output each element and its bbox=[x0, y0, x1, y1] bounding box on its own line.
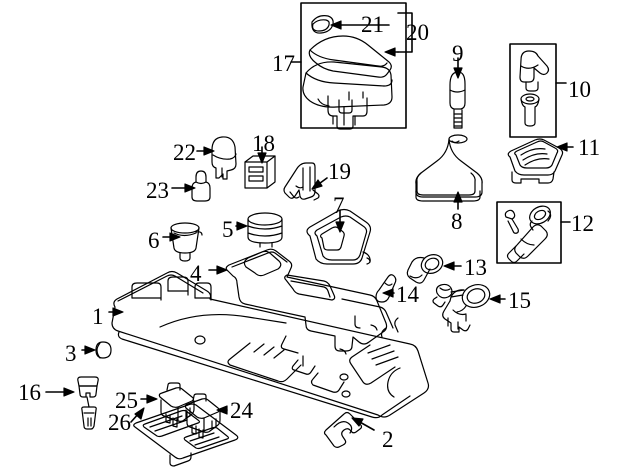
mounting-bracket-clip bbox=[283, 162, 320, 201]
callout-arrow-23 bbox=[171, 183, 196, 193]
cup-holder-insert-round bbox=[247, 212, 283, 248]
callout-label-9: 9 bbox=[452, 41, 464, 66]
round-plug-cap bbox=[95, 341, 112, 359]
callout-label-11: 11 bbox=[578, 135, 601, 160]
callout-label-2: 2 bbox=[382, 427, 394, 452]
callout-label-25: 25 bbox=[115, 388, 138, 413]
callout-label-4: 4 bbox=[190, 261, 202, 286]
callout-arrow-9 bbox=[453, 57, 463, 79]
callout-label-15: 15 bbox=[508, 288, 531, 313]
callout-arrow-7 bbox=[335, 209, 345, 233]
shift-knob-box bbox=[509, 43, 557, 138]
callout-label-6: 6 bbox=[148, 228, 160, 253]
callout-label-13: 13 bbox=[464, 255, 487, 280]
callout-label-14: 14 bbox=[396, 282, 419, 307]
callout-label-5: 5 bbox=[222, 217, 234, 242]
callout-label-26: 26 bbox=[108, 410, 131, 435]
callout-arrow-15 bbox=[489, 294, 506, 304]
callout-arrow-24 bbox=[216, 405, 228, 415]
small-knob-lever bbox=[375, 274, 397, 303]
switch-trim-plate bbox=[133, 403, 239, 467]
callout-arrow-26 bbox=[130, 407, 145, 423]
callout-arrow-6 bbox=[162, 232, 181, 242]
shift-knob-stem bbox=[449, 71, 466, 129]
callout-arrow-13 bbox=[443, 261, 462, 271]
callout-label-18: 18 bbox=[252, 131, 275, 156]
callout-arrow-3 bbox=[81, 345, 96, 355]
callout-label-3: 3 bbox=[65, 341, 77, 366]
callout-label-16: 16 bbox=[18, 380, 41, 405]
callout-label-17: 17 bbox=[272, 51, 295, 76]
callout-arrow-25 bbox=[140, 394, 158, 404]
callout-label-1: 1 bbox=[92, 304, 104, 329]
callout-label-8: 8 bbox=[451, 209, 463, 234]
callout-arrow-4 bbox=[208, 265, 228, 275]
callout-label-7: 7 bbox=[333, 193, 345, 218]
callout-label-24: 24 bbox=[230, 398, 253, 423]
ashtray-cup bbox=[170, 222, 203, 262]
shift-bezel-cover bbox=[507, 138, 564, 184]
callout-arrow-22 bbox=[196, 146, 215, 156]
callout-label-23: 23 bbox=[146, 178, 169, 203]
cigarette-lighter-element bbox=[504, 205, 552, 264]
small-plug-cone bbox=[191, 170, 211, 202]
retainer-clip-pin bbox=[77, 376, 99, 430]
callout-arrow-21 bbox=[330, 20, 390, 30]
callout-arrow-5 bbox=[235, 221, 248, 231]
callout-arrow-16 bbox=[45, 387, 75, 397]
callout-label-20: 20 bbox=[406, 20, 429, 45]
armrest-assembly bbox=[302, 15, 393, 130]
shift-knob-and-sleeve bbox=[519, 50, 550, 127]
callout-label-21: 21 bbox=[361, 12, 384, 37]
callout-label-12: 12 bbox=[571, 211, 594, 236]
bracket-clip-lower bbox=[323, 411, 363, 448]
power-outlet-socket bbox=[406, 254, 444, 284]
callout-arrow-19 bbox=[311, 177, 328, 190]
callout-label-10: 10 bbox=[568, 77, 591, 102]
callout-arrow-11 bbox=[556, 142, 574, 152]
console-upper-trim-panel bbox=[225, 248, 399, 352]
console-base-main bbox=[111, 270, 430, 419]
shift-lever-handle bbox=[211, 136, 237, 180]
callout-arrow-18 bbox=[257, 146, 267, 164]
callout-label-19: 19 bbox=[328, 159, 351, 184]
armrest-assembly-box bbox=[300, 2, 407, 129]
callout-arrow-2 bbox=[351, 417, 375, 431]
outlet-housing-assembly bbox=[432, 283, 491, 333]
shift-boot bbox=[415, 134, 483, 202]
console-tray-bezel bbox=[306, 208, 372, 265]
callout-arrow-20 bbox=[384, 12, 413, 57]
callout-label-22: 22 bbox=[173, 140, 196, 165]
relay-switch-block bbox=[244, 155, 276, 189]
callout-arrow-8 bbox=[453, 191, 463, 210]
callout-arrow-1 bbox=[108, 307, 124, 317]
callout-arrow-14 bbox=[382, 288, 395, 298]
cigarette-lighter-box bbox=[496, 201, 562, 264]
